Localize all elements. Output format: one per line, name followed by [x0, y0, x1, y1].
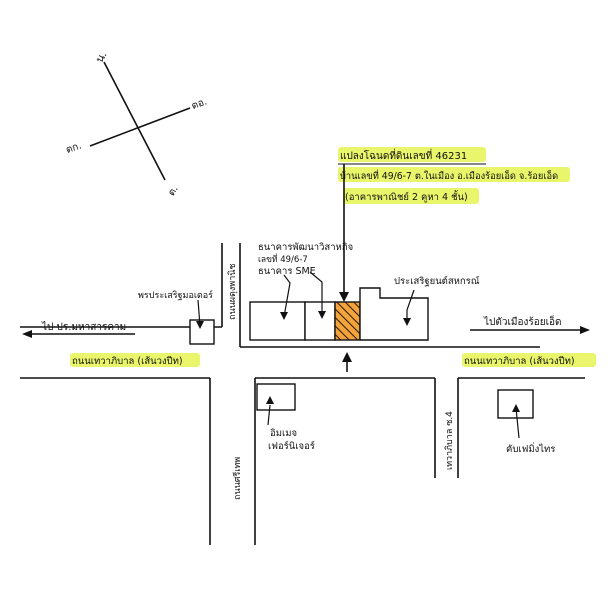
road-main-left-label: ถนนเทวาภิบาล (เส้นวงปีท) [72, 355, 183, 367]
road-side-south-label: ถนนศรีเทพ [232, 457, 243, 500]
road-main-right-label: ถนนเทวาภิบาล (เส้นวงปีท) [464, 355, 575, 367]
shop-right-building [359, 287, 429, 341]
direction-left-label: ไป ปร.มหาสารคาม [41, 321, 126, 333]
direction-right-label: ไปตัวเมืองร้อยเอ็ด [483, 314, 562, 328]
furniture-label-1: อิมเมจ [270, 428, 297, 439]
parcel-building [334, 301, 361, 341]
entrance-arrowhead [342, 352, 352, 362]
compass: น. ตอ. ตก. ต. [65, 49, 209, 198]
compass-north-label: น. [93, 49, 110, 65]
parcel-pointer-arrowhead [339, 292, 349, 302]
road-soi-label: เทวาภิบาล ซ.4 [444, 411, 455, 470]
cafe-label: คับเฟมิ่งไทร [506, 442, 555, 455]
shop-right-label: ประเสริฐยนต์สหกรณ์ [394, 275, 480, 287]
bank-sme-label: ธนาคาร SME [258, 266, 316, 277]
roads [20, 243, 585, 545]
direction-left: ไป ปร.มหาสารคาม [22, 321, 135, 338]
parcel-address: บ้านเลขที่ 49/6-7 ต.ในเมือง อ.เมืองร้อยเ… [340, 169, 558, 182]
parcel-building: (อาคารพาณิชย์ 2 คูหา 4 ชั้น) [345, 190, 468, 203]
furniture-label-2: เฟอร์นิเจอร์ [268, 440, 315, 452]
compass-ew-line [89, 107, 191, 147]
direction-right: ไปตัวเมืองร้อยเอ็ด [470, 314, 590, 334]
compass-ns-line [103, 61, 166, 181]
bank-building-left [249, 301, 306, 341]
restaurant-label: พรประเสริฐมอเตอร์ [138, 289, 213, 301]
cafe-building [497, 389, 534, 419]
parcel-info: แปลงโฉนดที่ดินเลขที่ 46231 บ้านเลขที่ 49… [338, 147, 570, 204]
road-side-north-label: ถนนผดุงพานิช [227, 263, 238, 320]
buildings-south [256, 383, 534, 419]
buildings-north [189, 287, 429, 345]
compass-south-label: ต. [166, 184, 180, 198]
parcel-title: แปลงโฉนดที่ดินเลขที่ 46231 [340, 148, 467, 162]
compass-west-label: ตก. [65, 140, 84, 156]
bank-address-label: เลขที่ 49/6-7 [258, 253, 308, 265]
compass-east-label: ตอ. [190, 96, 209, 112]
bank-name-label: ธนาคารพัฒนาวิสาหกิจ [258, 242, 353, 253]
furniture-building [256, 383, 296, 411]
bank-building-right [304, 301, 336, 341]
